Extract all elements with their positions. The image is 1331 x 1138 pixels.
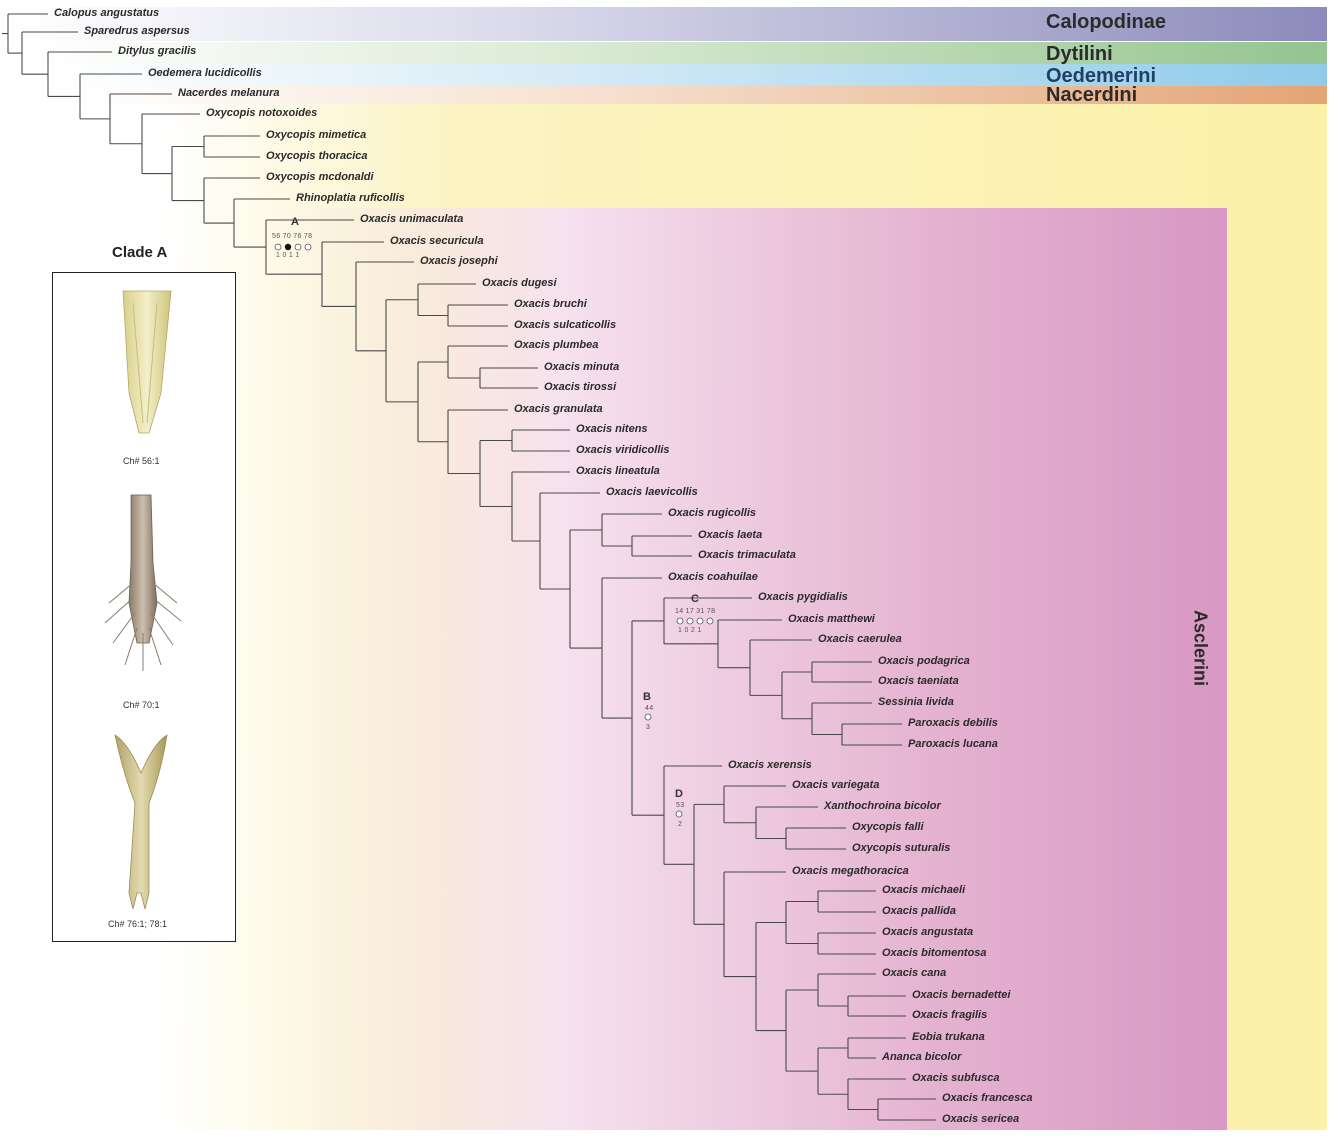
- tip-label: Oxacis pygidialis: [758, 591, 848, 603]
- tip-label: Oxacis fragilis: [912, 1009, 987, 1021]
- tip-label: Oxacis minuta: [544, 361, 619, 373]
- node-c-chars: 14 17 31 78: [675, 608, 715, 615]
- tip-label: Oxacis bernadettei: [912, 989, 1010, 1001]
- character-56-illustration: [123, 291, 171, 433]
- node-c-marks: [674, 615, 724, 627]
- tip-label: Oxacis taeniata: [878, 675, 959, 687]
- tip-label: Oxacis viridicollis: [576, 444, 670, 456]
- node-d-states: 2: [678, 821, 682, 828]
- tip-label: Oxacis sericea: [942, 1113, 1019, 1125]
- node-d-letter: D: [675, 788, 683, 800]
- node-a-chars: 56 70 76 78: [272, 233, 312, 240]
- node-c-letter: C: [691, 593, 699, 605]
- node-d-marks: [672, 808, 686, 820]
- tip-label: Calopus angustatus: [54, 7, 159, 19]
- tip-label: Oxycopis notoxoides: [206, 107, 317, 119]
- tip-label: Oxacis laevicollis: [606, 486, 698, 498]
- tip-label: Oxycopis suturalis: [852, 842, 950, 854]
- tip-label: Oxacis francesca: [942, 1092, 1033, 1104]
- caption-ch76-78: Ch# 76:1; 78:1: [108, 919, 167, 929]
- tip-label: Oxacis plumbea: [514, 339, 598, 351]
- tip-label: Oxacis granulata: [514, 403, 603, 415]
- character-76-78-illustration: [115, 735, 167, 909]
- tip-label: Sessinia livida: [878, 696, 954, 708]
- tip-label: Oxacis dugesi: [482, 277, 557, 289]
- tip-label: Oxacis securicula: [390, 235, 484, 247]
- tip-label: Xanthochroina bicolor: [824, 800, 941, 812]
- tip-label: Oxacis pallida: [882, 905, 956, 917]
- caption-ch56: Ch# 56:1: [123, 456, 160, 466]
- tip-label: Oxacis angustata: [882, 926, 973, 938]
- node-a-states: 1 0 1 1: [276, 252, 300, 259]
- caption-ch70: Ch# 70:1: [123, 700, 160, 710]
- tip-label: Oxacis xerensis: [728, 759, 812, 771]
- tip-label: Oxacis lineatula: [576, 465, 660, 477]
- tip-label: Sparedrus aspersus: [84, 25, 190, 37]
- tip-label: Oxacis josephi: [420, 255, 498, 267]
- character-70-illustration: [105, 495, 181, 671]
- tip-label: Oxacis sulcaticollis: [514, 319, 616, 331]
- node-c-states: 1 0 2 1: [678, 627, 702, 634]
- tip-label: Oxacis unimaculata: [360, 213, 463, 225]
- clade-a-title: Clade A: [112, 244, 167, 261]
- clade-a-inset: Ch# 56:1 Ch# 70:1 Ch# 76:1; 78:1: [52, 272, 236, 942]
- tip-label: Oxacis cana: [882, 967, 946, 979]
- clade-a-illustrations: [53, 273, 235, 941]
- tip-label: Oxycopis thoracica: [266, 150, 368, 162]
- tip-label: Oxacis variegata: [792, 779, 879, 791]
- tip-label: Oedemera lucidicollis: [148, 67, 262, 79]
- tip-label: Paroxacis debilis: [908, 717, 998, 729]
- tip-label: Ananca bicolor: [882, 1051, 961, 1063]
- tip-label: Oxycopis mimetica: [266, 129, 366, 141]
- tip-label: Oxacis bruchi: [514, 298, 587, 310]
- tip-label: Paroxacis lucana: [908, 738, 998, 750]
- tip-label: Oxacis rugicollis: [668, 507, 756, 519]
- node-b-marks: [641, 711, 655, 723]
- tip-label: Oxacis nitens: [576, 423, 648, 435]
- tip-label: Ditylus gracilis: [118, 45, 196, 57]
- tip-label: Oxacis michaeli: [882, 884, 965, 896]
- tip-label: Oxacis caerulea: [818, 633, 902, 645]
- tip-label: Oxacis bitomentosa: [882, 947, 987, 959]
- node-b-states: 3: [646, 724, 650, 731]
- node-b-letter: B: [643, 691, 651, 703]
- tip-label: Oxycopis mcdonaldi: [266, 171, 374, 183]
- node-a-letter: A: [291, 216, 299, 228]
- tip-label: Oxacis tirossi: [544, 381, 616, 393]
- node-a-marks: [272, 241, 322, 253]
- tip-label: Nacerdes melanura: [178, 87, 280, 99]
- tip-label: Oxacis matthewi: [788, 613, 875, 625]
- tip-label: Oxacis megathoracica: [792, 865, 909, 877]
- tip-label: Oxycopis falli: [852, 821, 924, 833]
- tip-label: Eobia trukana: [912, 1031, 985, 1043]
- tip-label: Rhinoplatia ruficollis: [296, 192, 405, 204]
- tip-label: Oxacis trimaculata: [698, 549, 796, 561]
- tip-label: Oxacis podagrica: [878, 655, 970, 667]
- tip-label: Oxacis laeta: [698, 529, 762, 541]
- tip-label: Oxacis subfusca: [912, 1072, 999, 1084]
- tip-label: Oxacis coahuilae: [668, 571, 758, 583]
